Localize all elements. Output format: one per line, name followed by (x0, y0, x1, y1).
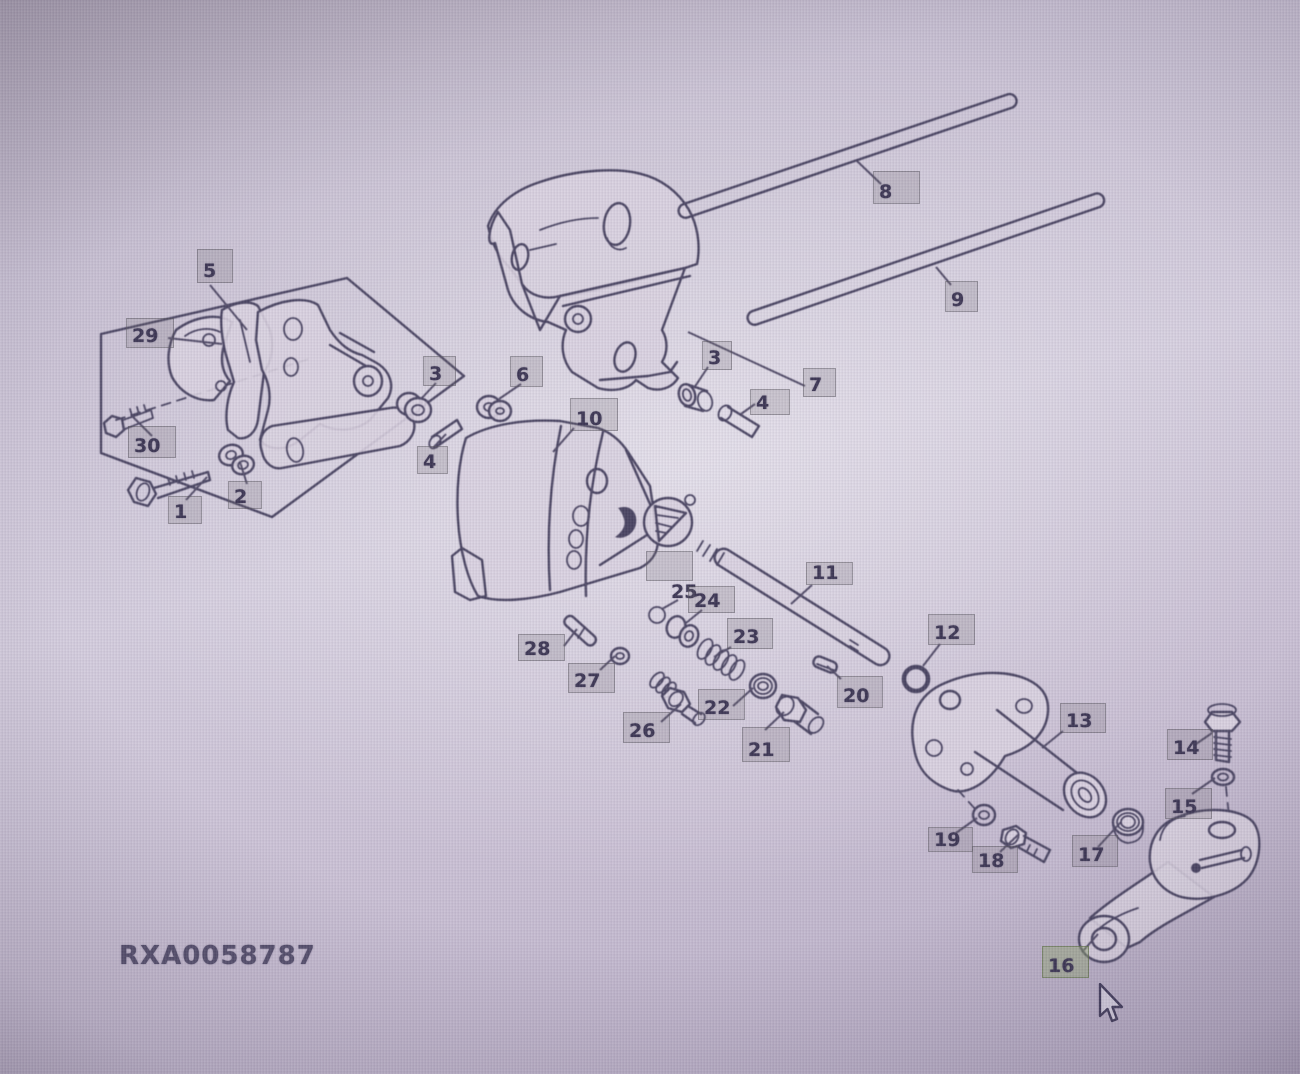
part-washer-19 (971, 803, 997, 827)
callout-4[interactable]: 4 (417, 446, 448, 474)
callout-number: 4 (423, 451, 437, 473)
callout-3[interactable]: 3 (702, 341, 732, 370)
callout-number: 13 (1066, 710, 1093, 732)
callout-number: 14 (1173, 737, 1200, 759)
callout-21[interactable]: 21 (742, 727, 790, 762)
callout-number: 20 (843, 685, 870, 707)
callout-30[interactable]: 30 (128, 426, 176, 458)
callout-5[interactable]: 5 (197, 249, 233, 283)
callout-number: 6 (516, 364, 530, 386)
part-nut-17 (1111, 807, 1145, 844)
callout-6[interactable]: 6 (510, 356, 543, 387)
mouse-cursor (1098, 983, 1124, 1023)
callout-number: 5 (203, 260, 217, 282)
callout-number: 28 (524, 638, 551, 660)
callout-20[interactable]: 20 (837, 676, 883, 708)
part-lever-16 (1077, 808, 1261, 964)
callout-number: 15 (1171, 796, 1198, 818)
callout-number: 3 (708, 347, 722, 369)
callout-number: 26 (629, 720, 656, 742)
part-bushing-3-right (677, 382, 714, 413)
callout-number: 4 (756, 392, 770, 414)
drawing-code: RXA0058787 (119, 941, 316, 971)
callout-10[interactable]: 10 (570, 398, 618, 431)
callout-11[interactable]: 11 (806, 562, 853, 585)
callout-number: 23 (733, 626, 760, 648)
callout-23[interactable]: 23 (727, 618, 773, 649)
callout-2[interactable]: 2 (228, 481, 262, 509)
callout-number: 8 (879, 181, 893, 203)
part-shift-rod-8 (677, 92, 1018, 219)
part-shaft-11 (696, 540, 891, 667)
callout-18[interactable]: 18 (972, 846, 1018, 873)
part-shifter-casting (486, 169, 700, 392)
callout-number: 3 (429, 363, 443, 385)
part-clamp-half (167, 315, 234, 402)
callout-1[interactable]: 1 (168, 496, 202, 524)
callout-number: 9 (951, 289, 965, 311)
callout-4[interactable]: 4 (750, 389, 790, 415)
callout-number: 10 (576, 408, 603, 430)
callout-15[interactable]: 15 (1165, 788, 1212, 819)
callout-number: 1 (174, 501, 188, 523)
callout-28[interactable]: 28 (518, 634, 565, 661)
part-ring-25 (648, 606, 666, 624)
callout-25[interactable]: 25 (646, 551, 697, 602)
part-key-20 (812, 655, 839, 674)
callout-number: 27 (574, 670, 601, 692)
part-plug-21 (774, 693, 825, 736)
callout-29[interactable]: 29 (126, 318, 174, 348)
part-pin-4-right (717, 404, 761, 439)
callout-3[interactable]: 3 (423, 356, 456, 386)
callout-number: 21 (748, 739, 775, 761)
part-flange-tube-13 (911, 671, 1108, 819)
part-bolt-14 (1203, 703, 1242, 764)
callout-9[interactable]: 9 (945, 281, 978, 312)
callout-7[interactable]: 7 (803, 368, 836, 397)
part-bolt-1 (126, 470, 212, 508)
callout-12[interactable]: 12 (928, 614, 975, 645)
part-washer-6 (475, 394, 513, 423)
callout-16[interactable]: 16 (1042, 946, 1089, 978)
callout-number: 29 (132, 325, 159, 347)
callout-number: 2 (234, 486, 248, 508)
callout-24[interactable]: 24 (688, 586, 735, 613)
callout-22[interactable]: 22 (698, 689, 745, 720)
part-nut-3-left (395, 391, 433, 424)
callout-19[interactable]: 19 (928, 827, 973, 852)
callout-number: 25 (671, 581, 698, 603)
part-detent-plug-26 (649, 671, 706, 727)
callout-number: 11 (812, 562, 839, 584)
callout-number: 24 (694, 590, 721, 612)
part-washers-24 (665, 615, 700, 648)
callout-13[interactable]: 13 (1060, 703, 1106, 733)
callout-27[interactable]: 27 (568, 663, 615, 693)
part-seat-22 (748, 672, 778, 700)
callout-number: 18 (978, 850, 1005, 872)
part-ring-27 (609, 646, 631, 666)
part-oring-12 (901, 664, 931, 694)
part-shift-rod-9 (746, 192, 1106, 326)
callout-number: 12 (934, 622, 961, 644)
callout-leader-lines (132, 160, 1216, 952)
callout-17[interactable]: 17 (1072, 835, 1118, 867)
callout-number: 16 (1048, 955, 1075, 977)
callout-14[interactable]: 14 (1167, 729, 1213, 760)
callout-number: 22 (704, 697, 731, 719)
part-pin-4-left (428, 418, 464, 450)
callout-number: 30 (134, 435, 161, 457)
callout-number: 17 (1078, 844, 1105, 866)
part-housing-10 (450, 419, 696, 602)
part-pin-28 (563, 614, 598, 647)
part-nut-2 (217, 443, 256, 476)
callout-number: 7 (809, 374, 823, 396)
callout-8[interactable]: 8 (873, 171, 920, 204)
callout-26[interactable]: 26 (623, 712, 670, 743)
callout-number: 19 (934, 829, 961, 851)
